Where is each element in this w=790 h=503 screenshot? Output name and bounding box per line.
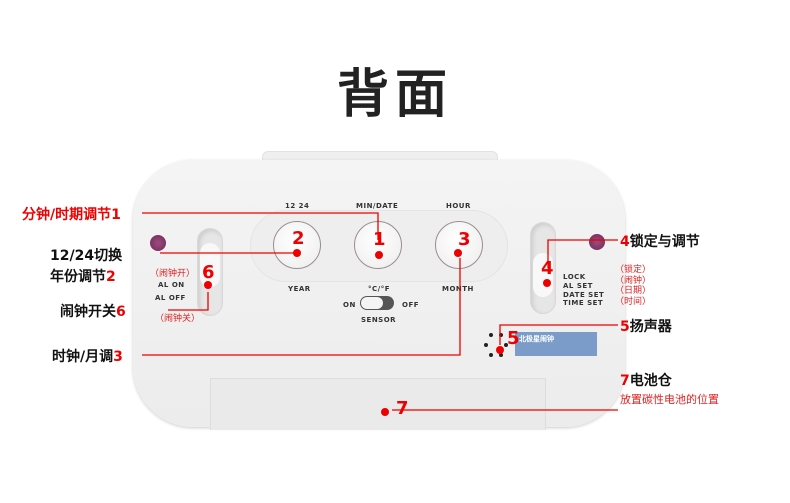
mode-notes: （锁定） （闹钟） （日期） （时间） (615, 265, 651, 307)
callout-1-text: 分钟/时期调节 (22, 207, 112, 223)
callout-7-note: 放置碳性电池的位置 (620, 393, 719, 406)
sensor-label: SENSOR (361, 316, 397, 324)
callout-3-num: 3 (113, 349, 123, 365)
callout-3-text: 时钟/月调 (52, 349, 114, 365)
marker-dot-4 (543, 279, 551, 287)
brand-sticker: 北极星闹钟 (515, 332, 597, 356)
purple-foot-right (589, 234, 605, 250)
al-on-cn: （闹钟开） (150, 269, 196, 279)
lock-label: LOCK (563, 273, 586, 281)
marker-dot-6 (204, 281, 212, 289)
label-month: MONTH (442, 285, 474, 293)
callout-4: 4锁定与调节 (620, 231, 700, 251)
callout-6-num: 6 (116, 304, 126, 320)
sensor-switch[interactable] (360, 296, 394, 310)
note-lock: （锁定） (615, 265, 652, 275)
note-date: （日期） (615, 286, 652, 296)
battery-cover[interactable] (210, 378, 546, 430)
marker-3: 3 (458, 229, 471, 250)
label-min-date: MIN/DATE (356, 202, 399, 210)
marker-dot-5 (496, 346, 504, 354)
marker-1: 1 (373, 229, 386, 250)
callout-2a: 12/24切换 (50, 248, 123, 264)
time-set-label: TIME SET (563, 299, 604, 307)
al-on-label: AL ON (158, 281, 185, 289)
callout-4-num: 4 (620, 234, 630, 250)
callout-7-num: 7 (620, 373, 630, 389)
alarm-switch-slot[interactable] (197, 228, 223, 316)
callout-7: 7电池仓 (620, 370, 672, 390)
marker-dot-7 (381, 408, 389, 416)
speaker-grille (482, 333, 512, 363)
sticker-text: 北极星闹钟 (519, 335, 554, 343)
sensor-on-label: ON (343, 301, 356, 309)
button-hour-month[interactable] (435, 221, 483, 269)
label-hour: HOUR (446, 202, 471, 210)
callout-1: 分钟/时期调节1 (22, 204, 121, 224)
purple-foot-left (150, 235, 166, 251)
label-year: YEAR (288, 285, 311, 293)
callout-6: 闹钟开关6 (60, 301, 126, 321)
button-12-24-year[interactable] (273, 221, 321, 269)
marker-5: 5 (507, 328, 520, 349)
callout-4-text: 锁定与调节 (629, 234, 700, 250)
al-set-label: AL SET (563, 282, 593, 290)
callout-2b-text: 年份调节 (50, 269, 106, 285)
note-time: （时间） (615, 296, 652, 307)
marker-dot-1 (375, 251, 383, 259)
callout-5: 5扬声器 (620, 316, 672, 336)
sensor-off-label: OFF (402, 301, 420, 309)
marker-dot-3 (454, 249, 462, 257)
callout-6-text: 闹钟开关 (60, 304, 116, 320)
marker-7: 7 (396, 398, 409, 419)
marker-2: 2 (292, 228, 305, 249)
callout-2b: 年份调节2 (50, 266, 116, 286)
page-title: 背面 (336, 65, 453, 125)
date-set-label: DATE SET (563, 291, 605, 299)
callout-3: 时钟/月调3 (52, 346, 123, 366)
note-alarm: （闹钟） (615, 275, 652, 286)
callout-2b-num: 2 (106, 269, 116, 285)
marker-6: 6 (202, 262, 215, 283)
callout-1-num: 1 (111, 207, 121, 223)
marker-dot-2 (293, 249, 301, 257)
al-off-label: AL OFF (155, 294, 186, 302)
marker-4: 4 (541, 258, 554, 279)
callout-7-text: 电池仓 (629, 373, 672, 389)
al-off-cn: （闹钟关） (155, 314, 201, 324)
callout-5-text: 扬声器 (629, 319, 672, 335)
label-c-f: °C/°F (368, 285, 390, 293)
label-12-24: 12 24 (285, 202, 310, 210)
callout-5-num: 5 (620, 319, 630, 335)
